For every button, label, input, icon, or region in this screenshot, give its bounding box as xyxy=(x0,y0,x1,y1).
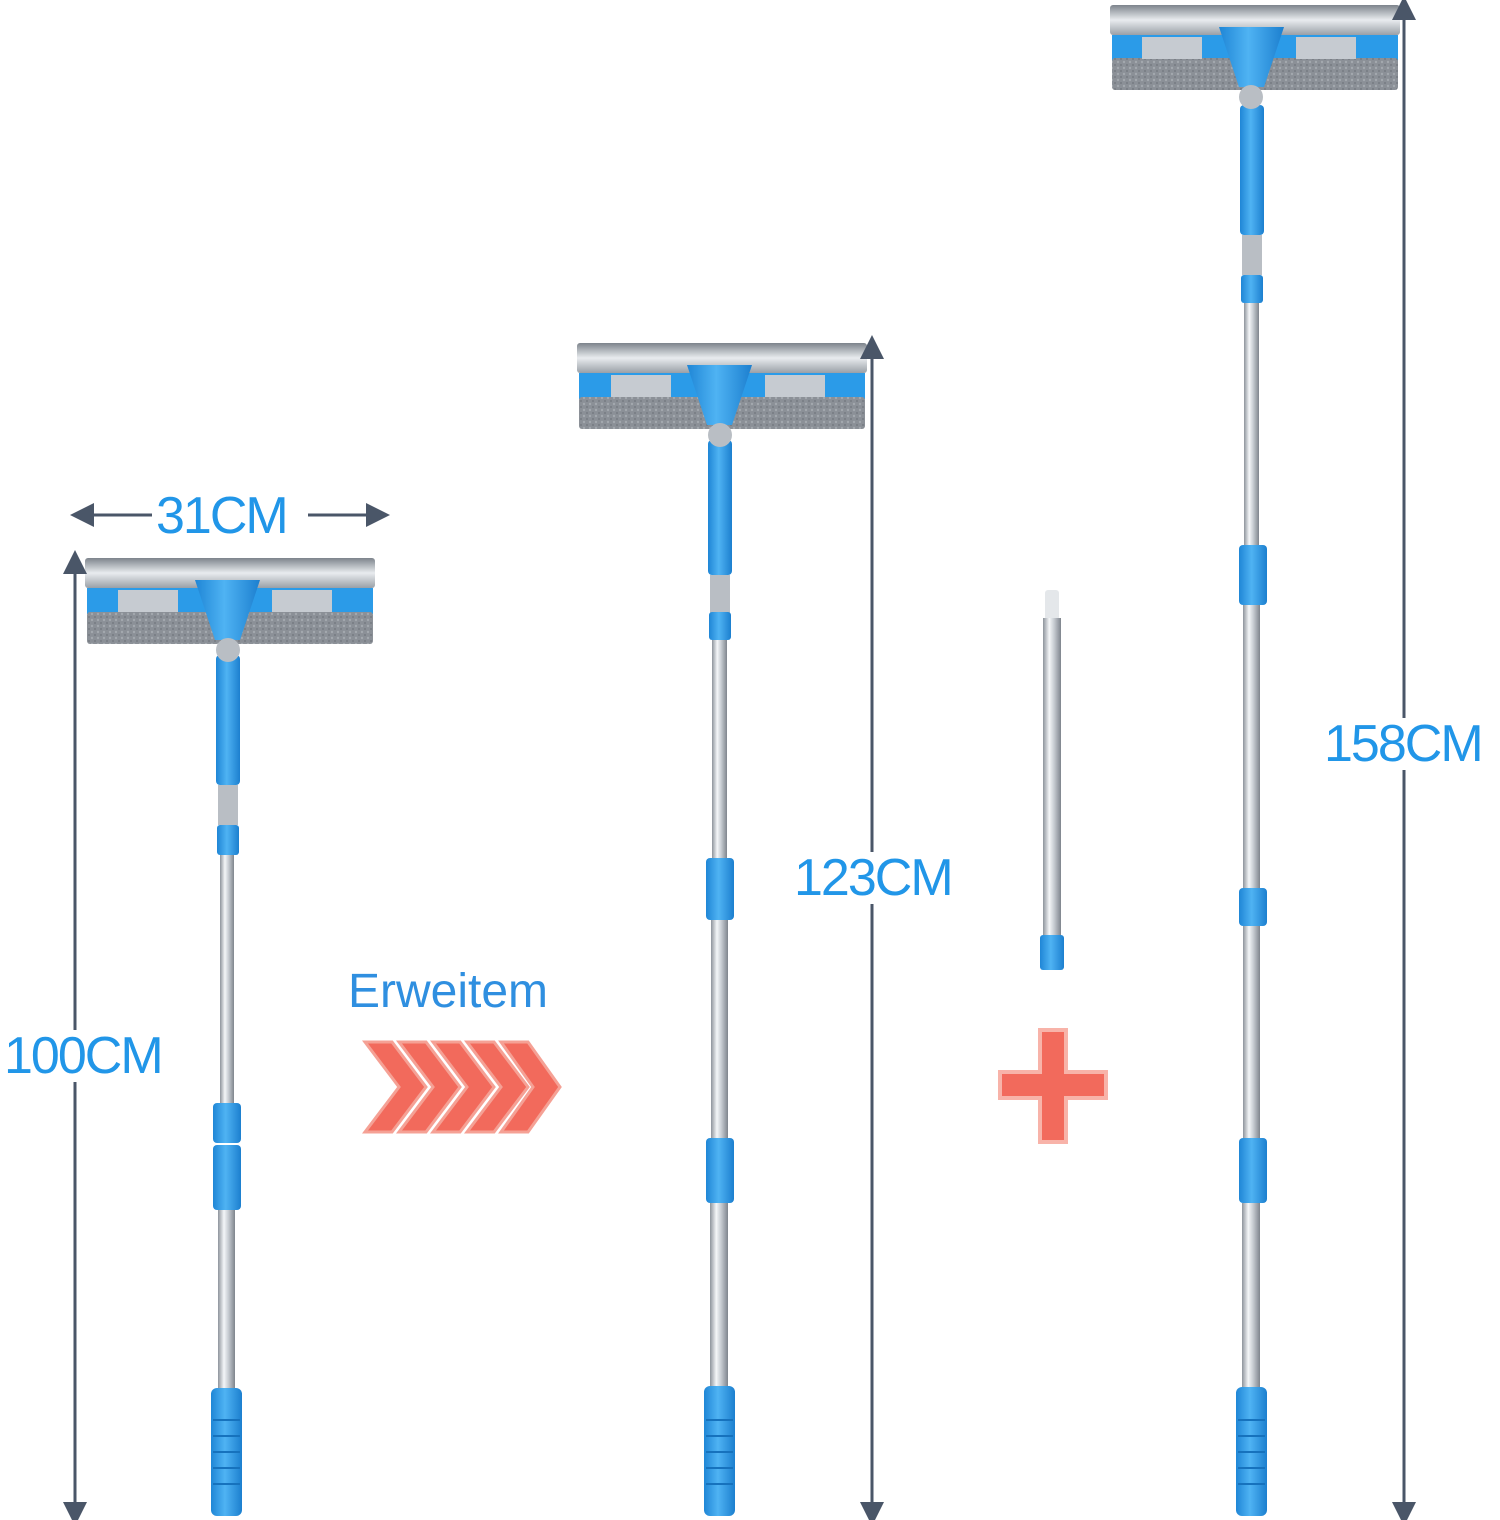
pole-blue-collar xyxy=(213,1145,241,1210)
pole-steel-mid xyxy=(711,920,728,1140)
squeegee-blade xyxy=(85,558,375,588)
extension-blue-end xyxy=(1040,935,1064,970)
pole-blue-collar xyxy=(1239,1138,1267,1203)
clip-right xyxy=(765,375,825,397)
neck-blue xyxy=(216,655,240,785)
pole-blue-collar xyxy=(213,1103,241,1143)
plus-icon xyxy=(998,1028,1108,1144)
squeegee-medium xyxy=(577,343,867,1516)
pivot-knob xyxy=(216,638,240,662)
pivot-knob xyxy=(1239,85,1263,109)
length-label-short: 100CM xyxy=(2,1027,164,1085)
chevrons-right-icon xyxy=(361,1040,562,1134)
length-label-medium: 123CM xyxy=(792,849,954,907)
neck-gray-band xyxy=(710,575,730,613)
clip-left xyxy=(118,590,178,612)
squeegee-blade xyxy=(1110,5,1400,35)
head-connector xyxy=(195,580,260,640)
neck-blue xyxy=(1240,105,1264,235)
pole-steel-mid xyxy=(1243,605,1260,890)
clip-left xyxy=(611,375,671,397)
extend-label: Erweitem xyxy=(348,965,549,1018)
head-connector xyxy=(1219,27,1284,87)
squeegee-short xyxy=(85,558,375,1516)
head-connector xyxy=(687,365,752,425)
pole-blue-collar xyxy=(1239,888,1267,926)
pole-blue-collar xyxy=(1239,545,1267,605)
pole-steel-mid xyxy=(1243,926,1260,1140)
extension-pole xyxy=(1040,590,1064,970)
clip-right xyxy=(272,590,332,612)
pole-steel-lower xyxy=(710,1203,728,1388)
pole-blue-collar xyxy=(706,1138,734,1203)
neck-lock xyxy=(1241,275,1263,303)
clip-left xyxy=(1142,37,1202,59)
pole-steel-upper xyxy=(220,845,234,1105)
pivot-knob xyxy=(708,423,732,447)
neck-blue xyxy=(708,440,732,575)
head-width-label: 31CM xyxy=(154,487,289,545)
pole-steel-upper xyxy=(1244,300,1259,545)
length-label-long: 158CM xyxy=(1322,715,1484,773)
clip-right xyxy=(1296,37,1356,59)
pole-blue-collar xyxy=(706,858,734,920)
squeegee-long xyxy=(1110,5,1400,1516)
pole-steel-upper xyxy=(712,630,727,860)
pole-steel-lower xyxy=(218,1210,235,1390)
extension-tip xyxy=(1045,590,1059,620)
neck-lock xyxy=(217,825,239,855)
neck-lock xyxy=(709,612,731,640)
extension-steel xyxy=(1043,618,1061,938)
pole-steel-lower xyxy=(1242,1203,1260,1389)
neck-gray-band xyxy=(1242,235,1262,275)
neck-gray-band xyxy=(218,785,238,825)
squeegee-blade xyxy=(577,343,867,373)
